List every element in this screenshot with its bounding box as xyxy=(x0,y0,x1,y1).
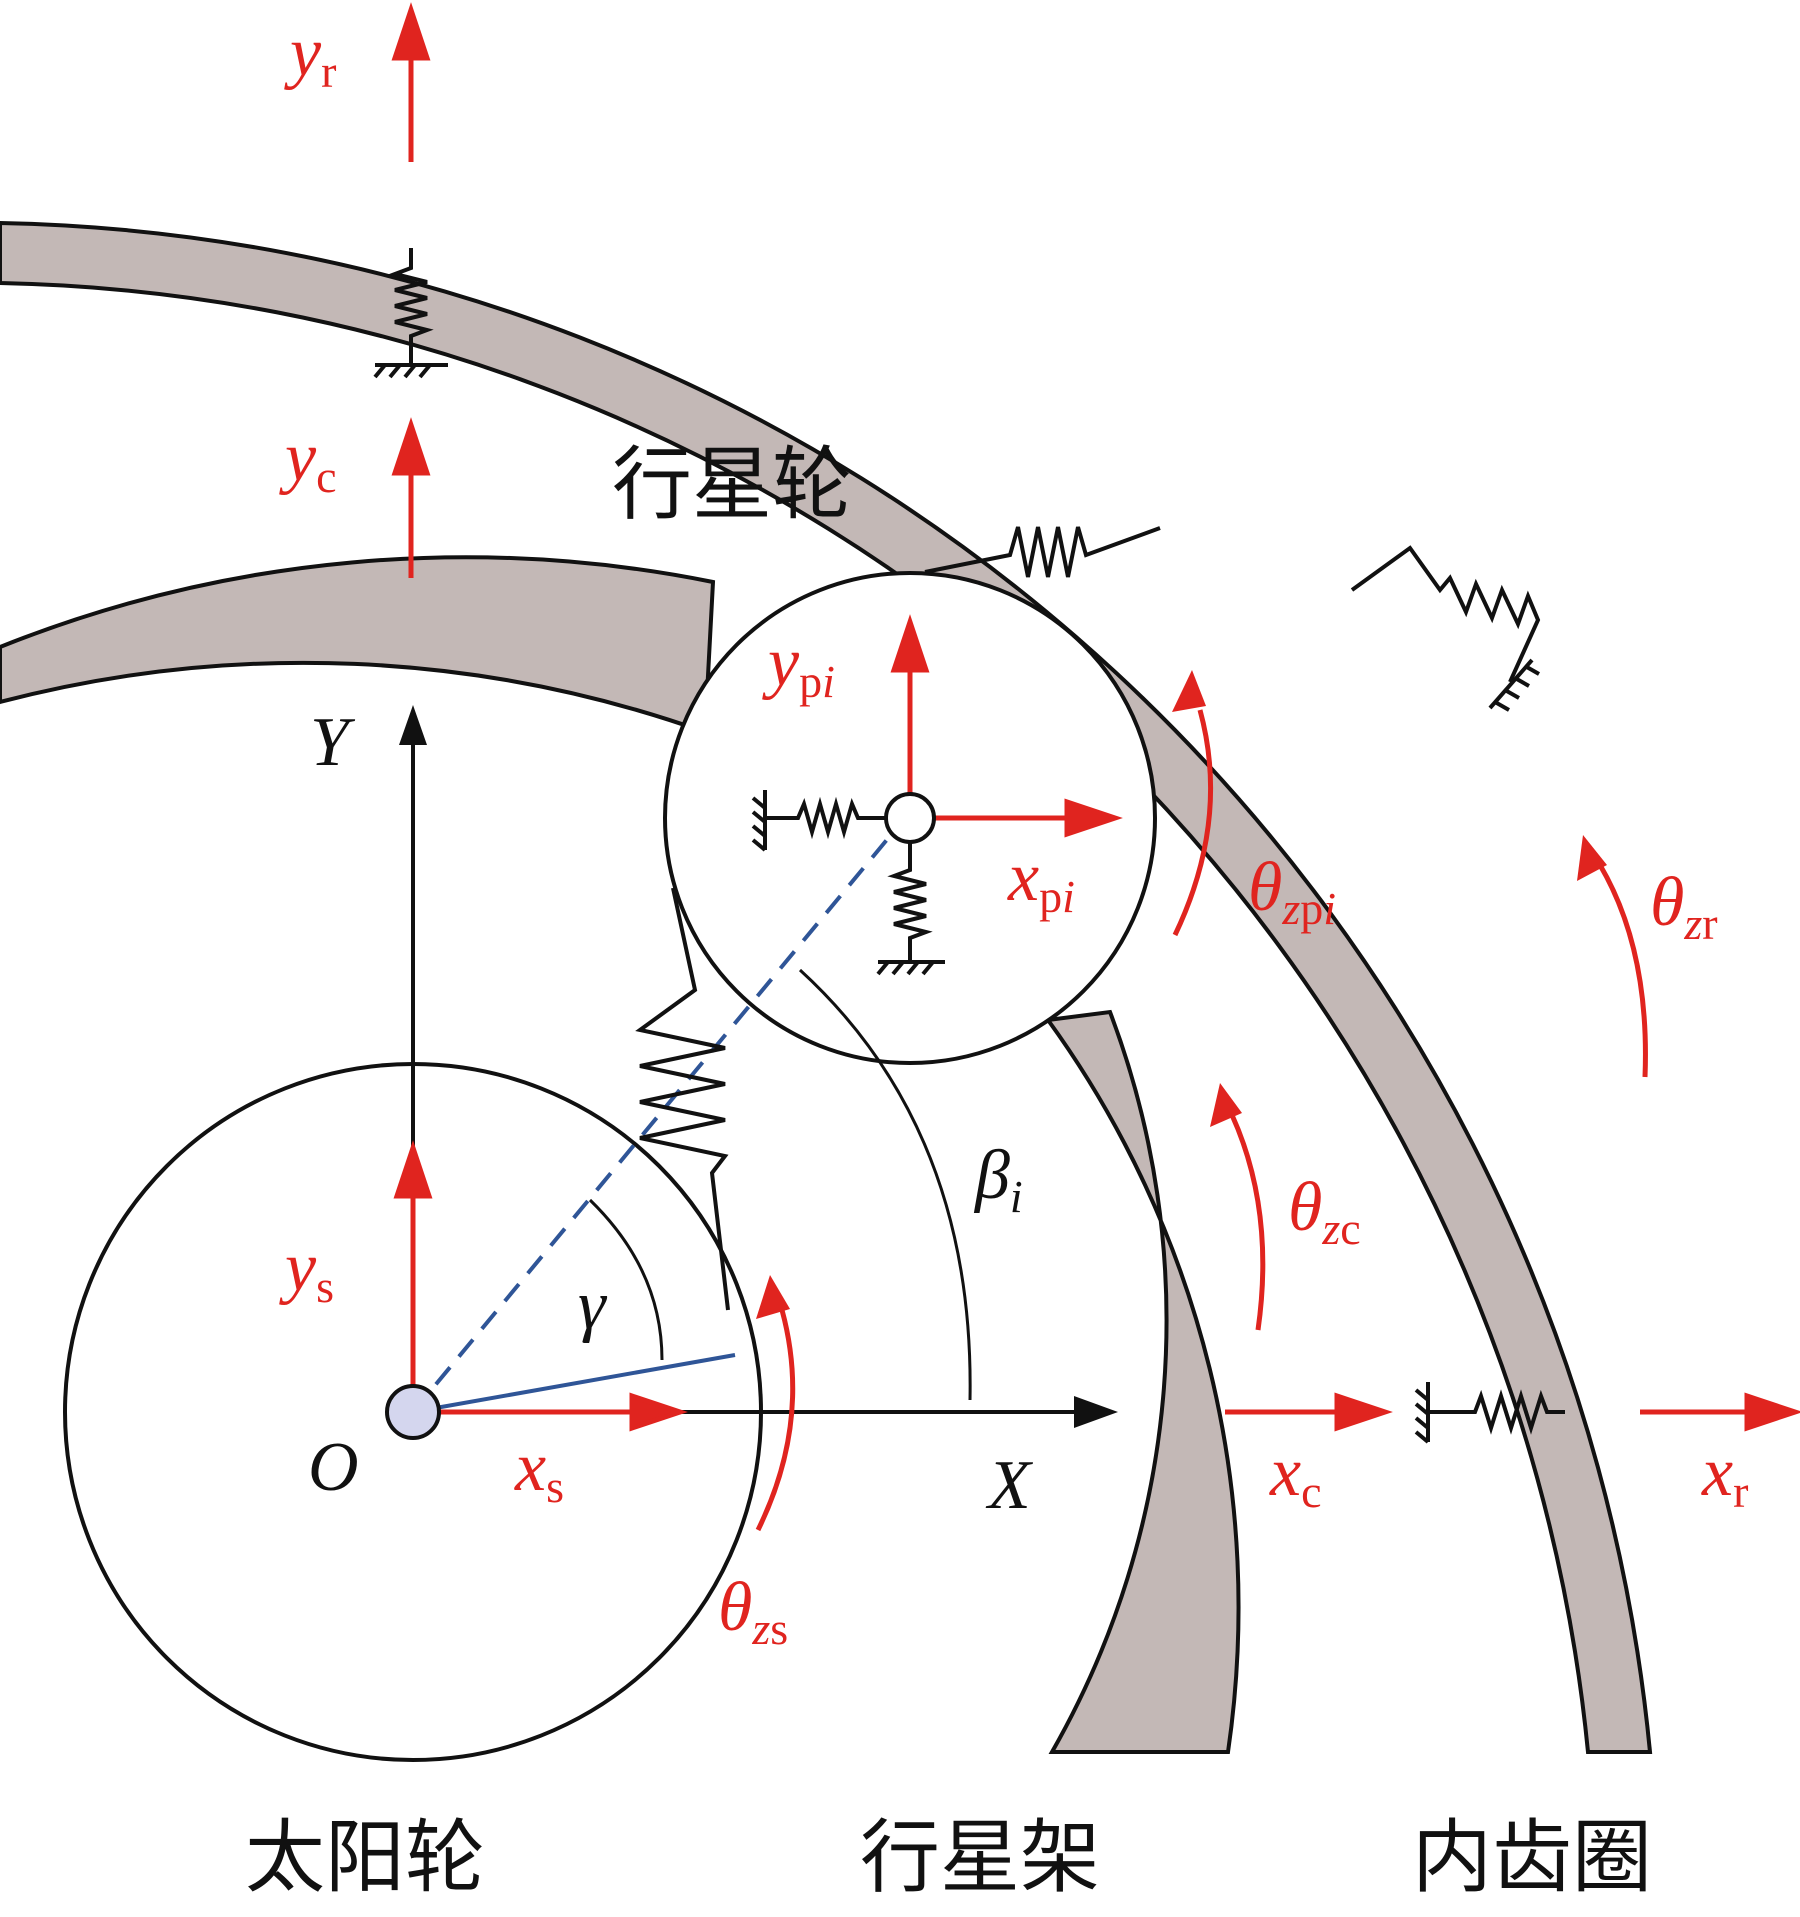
caption-planet-gear: 行星轮 xyxy=(612,438,852,531)
label-theta-zr: θzr xyxy=(1650,864,1718,949)
caption-ring-gear: 内齿圈 xyxy=(1412,1811,1652,1904)
label-y-c: yc xyxy=(279,419,337,502)
sun-center-hub xyxy=(385,1384,441,1440)
global-y-arrowhead xyxy=(399,705,427,745)
caption-carrier: 行星架 xyxy=(860,1811,1100,1904)
global-x-arrowhead xyxy=(1074,1396,1118,1428)
red-arrows xyxy=(391,2,1800,1432)
caption-sun-gear: 太阳轮 xyxy=(245,1811,485,1904)
label-O: O xyxy=(308,1429,359,1506)
label-x-c: xc xyxy=(1269,1434,1322,1517)
rotation-arrowheads xyxy=(756,670,1607,1319)
center-line-dashed xyxy=(411,828,897,1414)
beta-arc xyxy=(798,968,972,1401)
label-y-s: ys xyxy=(279,1229,334,1312)
planet-center-hub xyxy=(884,792,936,844)
gamma-arc xyxy=(588,1198,664,1361)
label-x-s: xs xyxy=(514,1429,564,1512)
label-x-r: xr xyxy=(1701,1434,1748,1517)
label-theta-zs: θzs xyxy=(718,1569,788,1654)
label-X: X xyxy=(985,1447,1034,1524)
carrier-band-lower xyxy=(1044,1009,1241,1754)
ring-gear-band xyxy=(0,220,1653,1754)
label-theta-zpi: θzpi xyxy=(1248,849,1336,934)
label-y-r: yr xyxy=(284,14,336,97)
carrier-band xyxy=(0,555,716,735)
label-beta-i: βi xyxy=(973,1137,1023,1222)
label-x-pi: xpi xyxy=(1007,839,1075,922)
rotation-arrows xyxy=(755,709,1648,1532)
label-y-pi: ypi xyxy=(762,624,835,707)
springs xyxy=(373,248,1565,1444)
label-gamma: γ xyxy=(578,1267,608,1344)
label-theta-zc: θzc xyxy=(1288,1169,1361,1254)
contact-line xyxy=(412,1353,736,1414)
label-Y: Y xyxy=(310,704,356,781)
